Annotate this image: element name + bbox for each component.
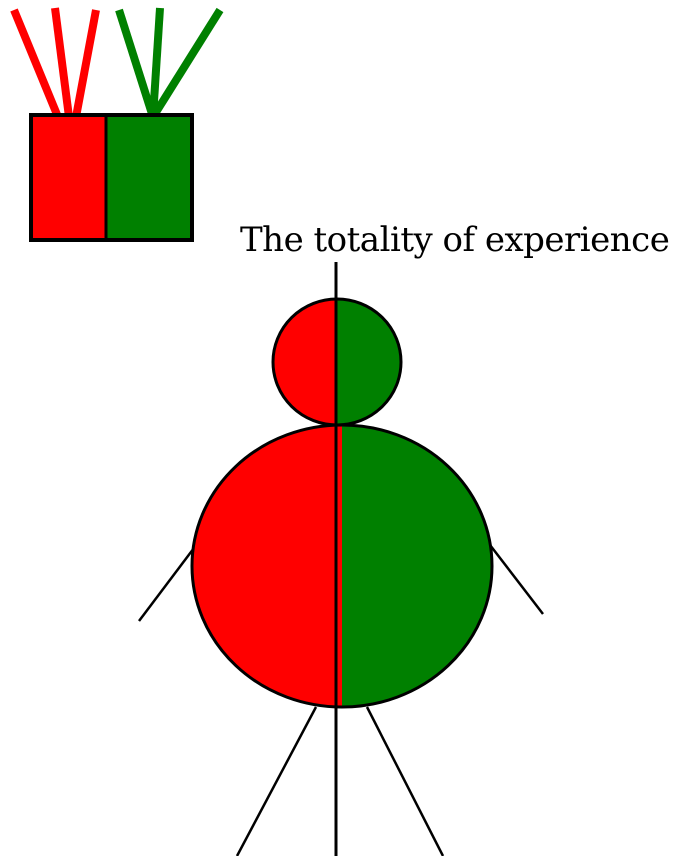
body-right-half xyxy=(342,425,492,707)
red-input-lines xyxy=(14,8,96,117)
right-arm xyxy=(490,545,543,614)
source-box-green-half xyxy=(106,115,192,240)
source-box-group xyxy=(14,8,220,240)
body-left-half xyxy=(192,425,342,707)
green-input-lines xyxy=(119,8,220,117)
left-leg xyxy=(237,707,316,856)
head-left-half xyxy=(273,299,337,425)
source-box-red-half xyxy=(31,115,106,240)
right-leg xyxy=(367,707,443,856)
caption-text: The totality of experience xyxy=(240,216,669,264)
left-arm xyxy=(139,548,194,621)
head-right-half xyxy=(337,299,401,425)
figure xyxy=(139,262,543,856)
